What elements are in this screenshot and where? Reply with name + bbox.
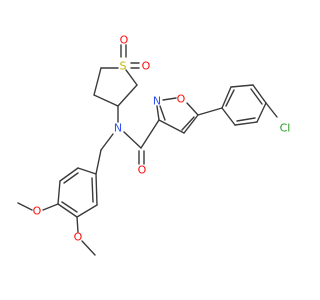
methoxy-oxygen-lower-label: O bbox=[74, 231, 83, 244]
bond bbox=[250, 88, 263, 105]
bond bbox=[186, 102, 199, 116]
bond bbox=[221, 86, 232, 109]
bond bbox=[95, 149, 102, 175]
methoxy-oxygen-upper-label: O bbox=[33, 205, 42, 218]
bond bbox=[162, 97, 177, 101]
bond bbox=[59, 167, 79, 182]
bond bbox=[197, 107, 223, 116]
bond bbox=[76, 216, 79, 233]
bond bbox=[63, 172, 79, 184]
bond bbox=[236, 117, 256, 122]
bond bbox=[81, 240, 96, 256]
bond bbox=[61, 201, 78, 213]
bond bbox=[57, 203, 78, 218]
bond bbox=[93, 94, 119, 107]
bond bbox=[77, 167, 97, 175]
bond bbox=[158, 119, 185, 134]
sulfone-oxygen-top-label: O bbox=[120, 34, 129, 47]
bond bbox=[42, 203, 59, 211]
amide-nitrogen-label: N bbox=[114, 122, 122, 135]
bond bbox=[93, 67, 102, 96]
atom-label-layer: O S O N O N O Cl O O bbox=[33, 34, 291, 244]
bond bbox=[159, 105, 166, 121]
sulfone-oxygen-right-label: O bbox=[142, 60, 151, 73]
bond bbox=[183, 114, 199, 134]
bond bbox=[125, 69, 138, 86]
amide-oxygen-label: O bbox=[138, 164, 147, 177]
chlorine-label: Cl bbox=[280, 122, 291, 135]
bond bbox=[230, 84, 254, 88]
bond bbox=[256, 102, 267, 123]
bond bbox=[225, 89, 235, 107]
bond bbox=[265, 102, 278, 118]
bond bbox=[181, 116, 195, 131]
bond bbox=[57, 180, 61, 205]
molecule-structure-svg: O S O N O N O Cl O O bbox=[17, 34, 291, 256]
bond bbox=[140, 119, 160, 149]
bond bbox=[76, 204, 98, 218]
bond bbox=[95, 173, 98, 206]
bond bbox=[117, 84, 138, 107]
bond-layer bbox=[17, 44, 278, 256]
bond bbox=[156, 105, 160, 121]
sulfone-sulfur-label: S bbox=[120, 60, 127, 73]
molecule-structure-diagram: O S O N O N O Cl O O bbox=[17, 34, 291, 256]
bond bbox=[17, 202, 33, 211]
bond bbox=[100, 133, 114, 151]
isoxazole-nitrogen-label: N bbox=[153, 95, 161, 108]
bond bbox=[234, 121, 258, 126]
bond bbox=[221, 107, 236, 126]
bond bbox=[252, 84, 267, 104]
isoxazole-oxygen-label: O bbox=[177, 93, 186, 106]
bond bbox=[123, 131, 142, 149]
bond bbox=[91, 177, 94, 203]
